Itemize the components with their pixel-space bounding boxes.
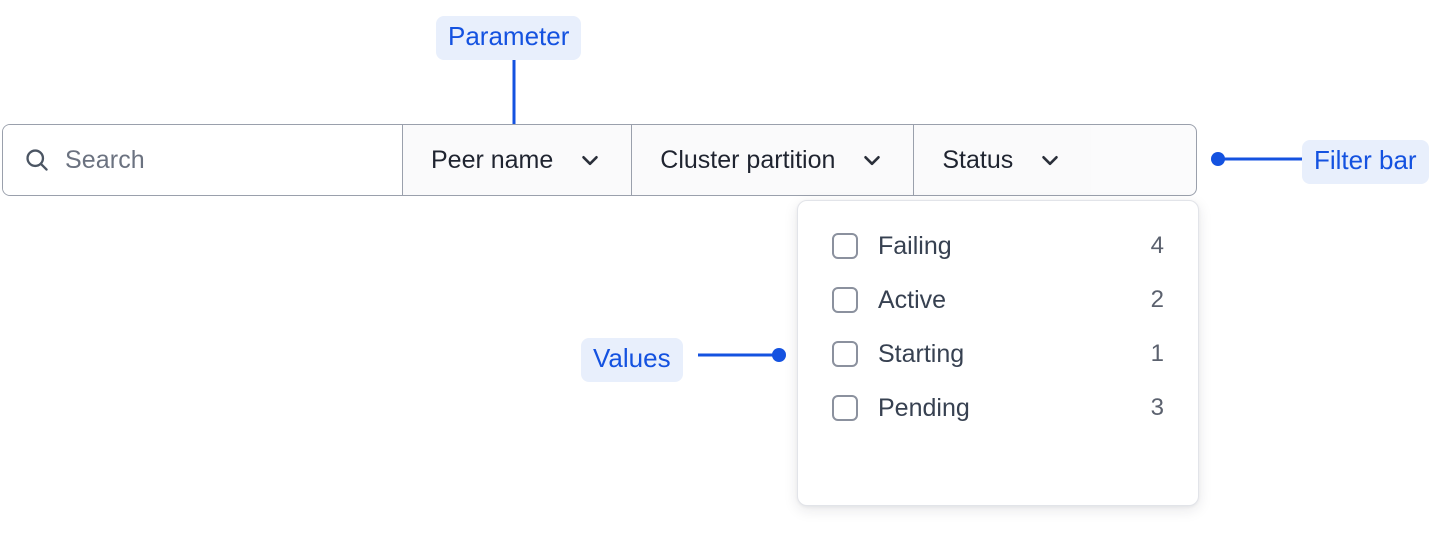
connector-dot-filter-bar [1211, 152, 1225, 166]
dropdown-option-label: Pending [878, 393, 970, 422]
checkbox[interactable] [832, 395, 858, 421]
dropdown-option-starting[interactable]: Starting 1 [798, 327, 1198, 381]
dropdown-option-label: Starting [878, 339, 965, 368]
filter-segment-peer-name[interactable]: Peer name [403, 125, 633, 195]
dropdown-option-count: 2 [1150, 286, 1164, 313]
dropdown-option-count: 1 [1150, 340, 1164, 367]
dropdown-option-count: 4 [1150, 232, 1164, 259]
annotation-label-filter-bar: Filter bar [1302, 140, 1429, 184]
dropdown-option-label: Active [878, 285, 947, 314]
connector-dot-values [772, 348, 786, 362]
annotation-label-values: Values [581, 338, 683, 382]
filter-segment-status[interactable]: Status [914, 125, 1092, 195]
dropdown-option-label: Failing [878, 231, 952, 260]
filter-segment-label: Cluster partition [660, 145, 836, 174]
checkbox[interactable] [832, 341, 858, 367]
dropdown-option-count: 3 [1150, 394, 1164, 421]
filter-segment-label: Status [942, 145, 1014, 174]
search-placeholder: Search [65, 145, 145, 174]
dropdown-option-pending[interactable]: Pending 3 [798, 381, 1198, 435]
search-input[interactable]: Search [3, 125, 403, 195]
filter-segment-label: Peer name [431, 145, 554, 174]
search-icon [23, 146, 51, 174]
dropdown-option-failing[interactable]: Failing 4 [798, 219, 1198, 273]
checkbox[interactable] [832, 233, 858, 259]
chevron-down-icon [1037, 147, 1063, 173]
annotation-label-parameter: Parameter [436, 16, 582, 60]
chevron-down-icon [859, 147, 885, 173]
chevron-down-icon [577, 147, 603, 173]
filter-segment-cluster-partition[interactable]: Cluster partition [632, 125, 915, 195]
filter-bar: Search Peer name Cluster partition Statu… [2, 124, 1197, 196]
status-dropdown-panel: Failing 4 Active 2 Starting 1 Pending 3 [797, 200, 1199, 506]
dropdown-option-active[interactable]: Active 2 [798, 273, 1198, 327]
checkbox[interactable] [832, 287, 858, 313]
